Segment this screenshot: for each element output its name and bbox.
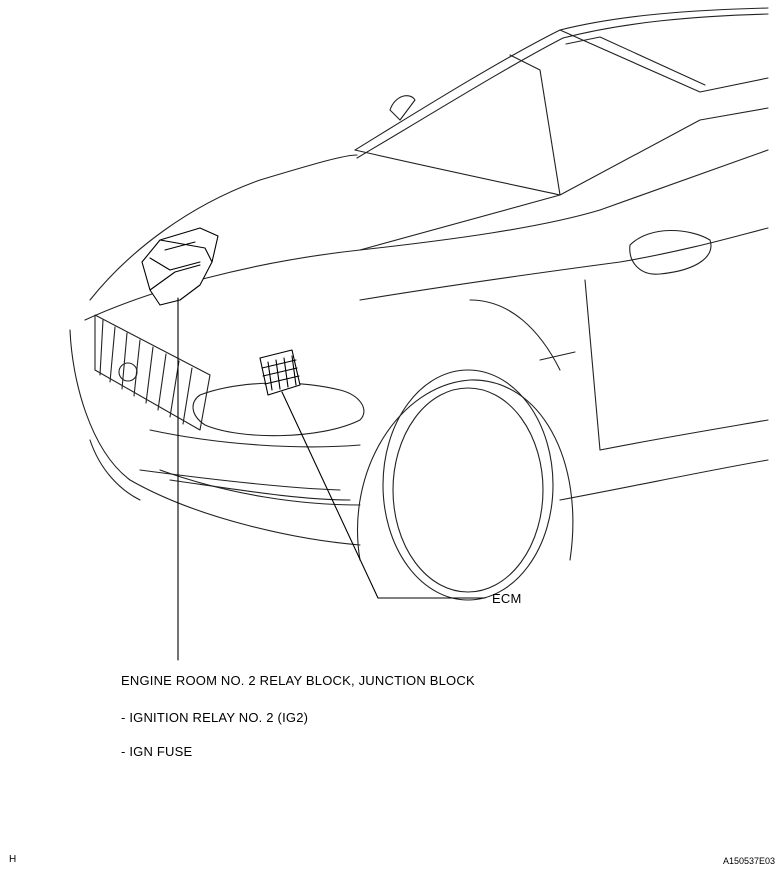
relay-block-label: ENGINE ROOM NO. 2 RELAY BLOCK, JUNCTION … (121, 673, 475, 688)
relay-block-component (141, 227, 219, 306)
body-side (359, 227, 769, 501)
roof-outline (354, 7, 769, 196)
ecm-leader-line (281, 391, 486, 599)
ecm-component (259, 349, 301, 396)
lexus-emblem (118, 362, 138, 382)
figure-id: A150537E03 (722, 856, 775, 866)
fog-light (139, 469, 341, 491)
grille (94, 314, 211, 431)
side-mirror (629, 229, 712, 275)
far-mirror (389, 95, 416, 121)
page-letter: H (9, 854, 17, 865)
front-bumper (69, 329, 365, 546)
ignition-relay-label: - IGNITION RELAY NO. 2 (IG2) (121, 710, 309, 725)
ecm-label: ECM (492, 591, 522, 606)
front-wheel (356, 369, 574, 601)
ign-fuse-label: - IGN FUSE (121, 744, 193, 759)
